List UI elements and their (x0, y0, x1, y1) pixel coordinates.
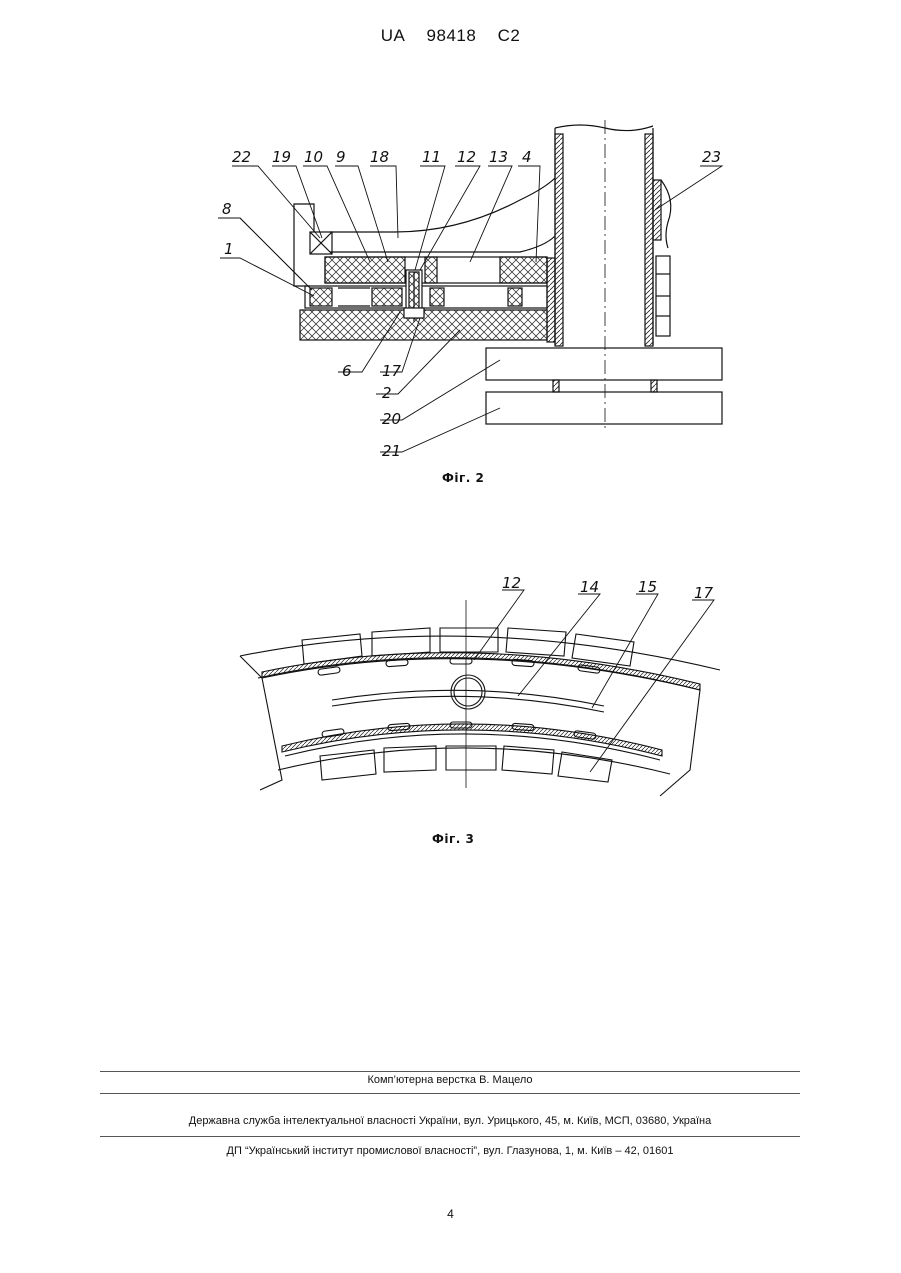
label-13: 13 (489, 148, 508, 166)
footer-rule-2 (100, 1093, 800, 1094)
figure-2-drawing: 22 19 10 9 18 11 12 13 4 23 8 1 6 17 2 2… (0, 0, 901, 520)
label-19: 19 (272, 148, 291, 166)
agency-address: Державна служба інтелектуальної власност… (100, 1115, 800, 1127)
label-15: 15 (638, 578, 657, 596)
footer-rule-1 (100, 1071, 800, 1072)
figure-3-drawing: 12 14 15 17 (0, 560, 901, 820)
figure-3-caption: Фіг. 3 (432, 832, 474, 846)
label-14: 14 (580, 578, 599, 596)
label-17-fig3: 17 (694, 584, 714, 602)
figure-3-geometry (240, 590, 720, 796)
label-21: 21 (382, 442, 401, 460)
label-12-fig3: 12 (502, 574, 521, 592)
page-number: 4 (0, 1207, 901, 1221)
label-12: 12 (457, 148, 476, 166)
institute-address: ДП “Український інститут промислової вла… (100, 1145, 800, 1157)
footer-rule-3 (100, 1136, 800, 1137)
label-22: 22 (232, 148, 251, 166)
label-9: 9 (336, 148, 346, 166)
layout-credit: Комп’ютерна верстка В. Мацело (100, 1074, 800, 1086)
figure-2-geometry (218, 120, 722, 452)
label-10: 10 (304, 148, 323, 166)
label-1: 1 (224, 240, 234, 258)
label-17: 17 (382, 362, 402, 380)
label-2: 2 (382, 384, 392, 402)
label-11: 11 (422, 148, 441, 166)
label-4: 4 (522, 148, 532, 166)
label-20: 20 (382, 410, 401, 428)
label-6: 6 (342, 362, 352, 380)
label-18: 18 (370, 148, 389, 166)
figure-2-caption: Фіг. 2 (442, 471, 484, 485)
figure-3-labels: 12 14 15 17 (502, 574, 714, 602)
label-23: 23 (702, 148, 721, 166)
label-8: 8 (222, 200, 232, 218)
